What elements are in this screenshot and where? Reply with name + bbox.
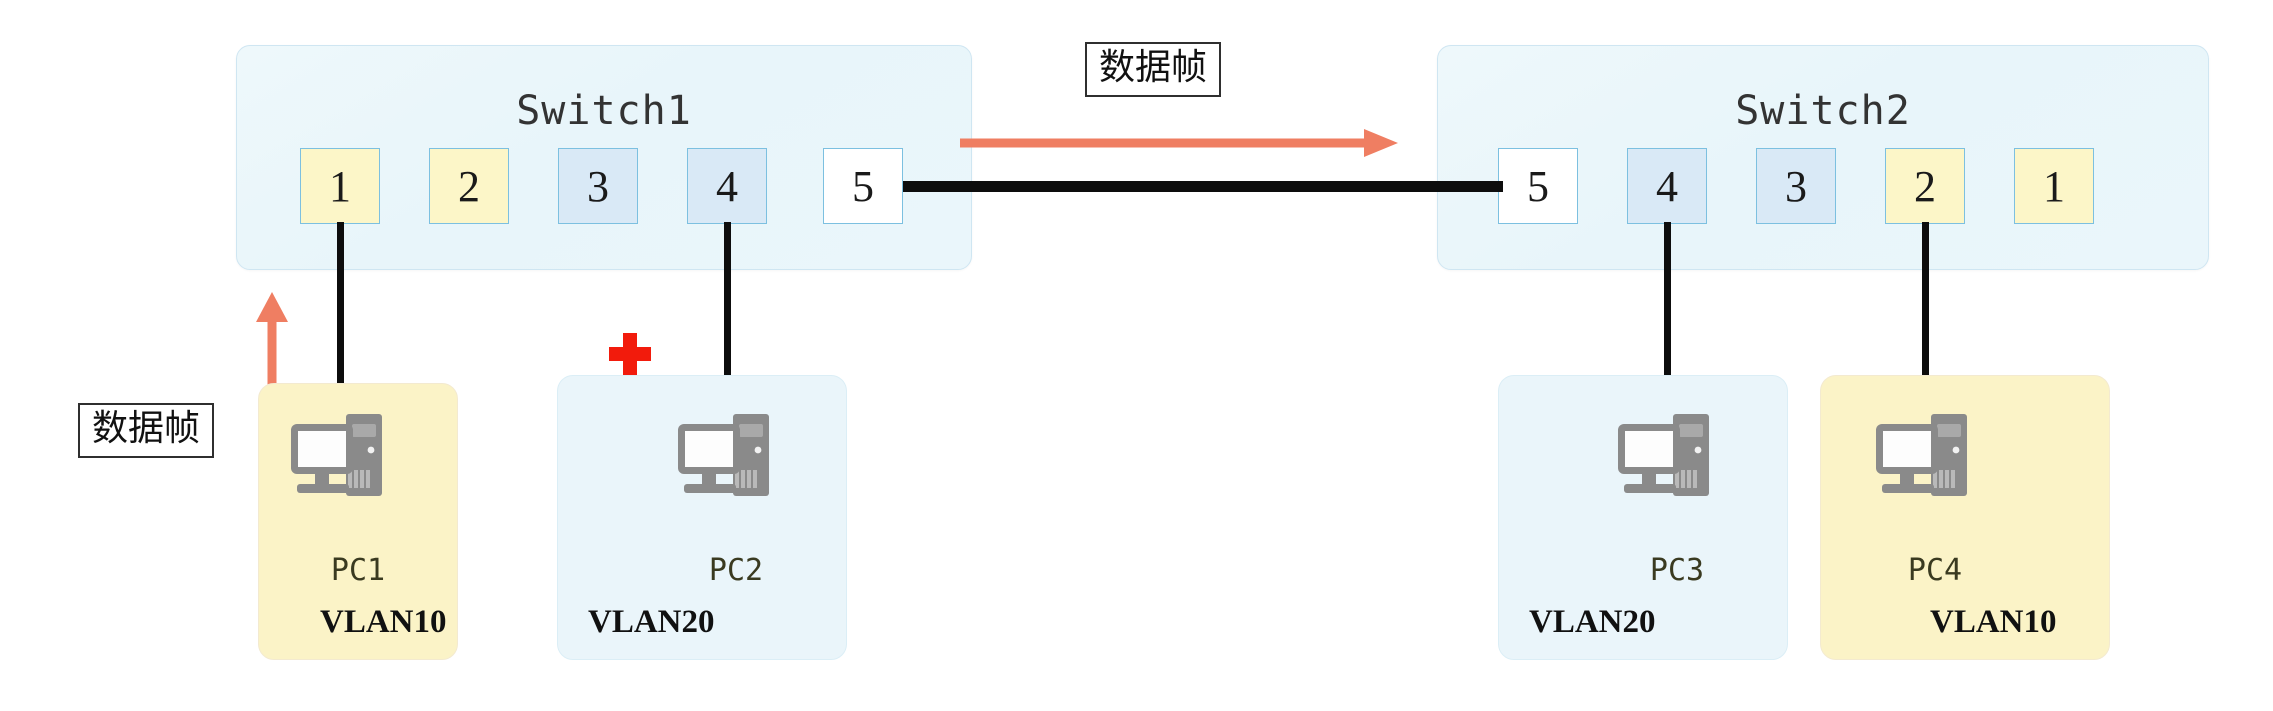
pc3-name: PC3	[1649, 553, 1705, 588]
switch1-port-5[interactable]: 5	[823, 148, 903, 224]
frame-arrow-trunk	[960, 129, 1398, 157]
pc2-name: PC2	[708, 553, 764, 588]
pc4-computer-icon	[1876, 414, 1967, 496]
host-zone-pc2	[557, 375, 847, 660]
switch2-port-3[interactable]: 3	[1756, 148, 1836, 224]
pc4-vlan-label: VLAN10	[1930, 604, 2057, 640]
pc1-vlan-label: VLAN10	[320, 604, 447, 640]
switch1-port-2[interactable]: 2	[429, 148, 509, 224]
pc3-vlan-label: VLAN20	[1529, 604, 1656, 640]
pc2-computer-icon	[678, 414, 769, 496]
cable-switch1-port4-to-pc2	[724, 222, 731, 437]
blocked-cross-icon	[609, 333, 651, 375]
host-zone-pc4	[1820, 375, 2110, 660]
switch1-port-3[interactable]: 3	[558, 148, 638, 224]
pc3-computer-icon	[1618, 414, 1709, 496]
trunk-cable	[903, 181, 1503, 192]
cable-switch2-port4-to-pc3	[1664, 222, 1671, 437]
pc1-computer-icon	[291, 414, 382, 496]
switch2-port-1[interactable]: 1	[2014, 148, 2094, 224]
switch2-port-2[interactable]: 2	[1885, 148, 1965, 224]
switch1-title: Switch1	[516, 88, 692, 134]
switch2-port-4[interactable]: 4	[1627, 148, 1707, 224]
switch2-port-5[interactable]: 5	[1498, 148, 1578, 224]
pc1-name: PC1	[330, 553, 386, 588]
switch2-title: Switch2	[1735, 88, 1911, 134]
cable-switch2-port2-to-pc4	[1922, 222, 1929, 437]
frame-label-trunk: 数据帧	[1085, 42, 1222, 98]
cable-switch1-port1-to-pc1	[337, 222, 344, 437]
host-zone-pc3	[1498, 375, 1788, 660]
switch1-port-4[interactable]: 4	[687, 148, 767, 224]
pc2-vlan-label: VLAN20	[588, 604, 715, 640]
frame-label-pc1: 数据帧	[78, 403, 215, 459]
pc4-name: PC4	[1907, 553, 1963, 588]
switch1-port-1[interactable]: 1	[300, 148, 380, 224]
